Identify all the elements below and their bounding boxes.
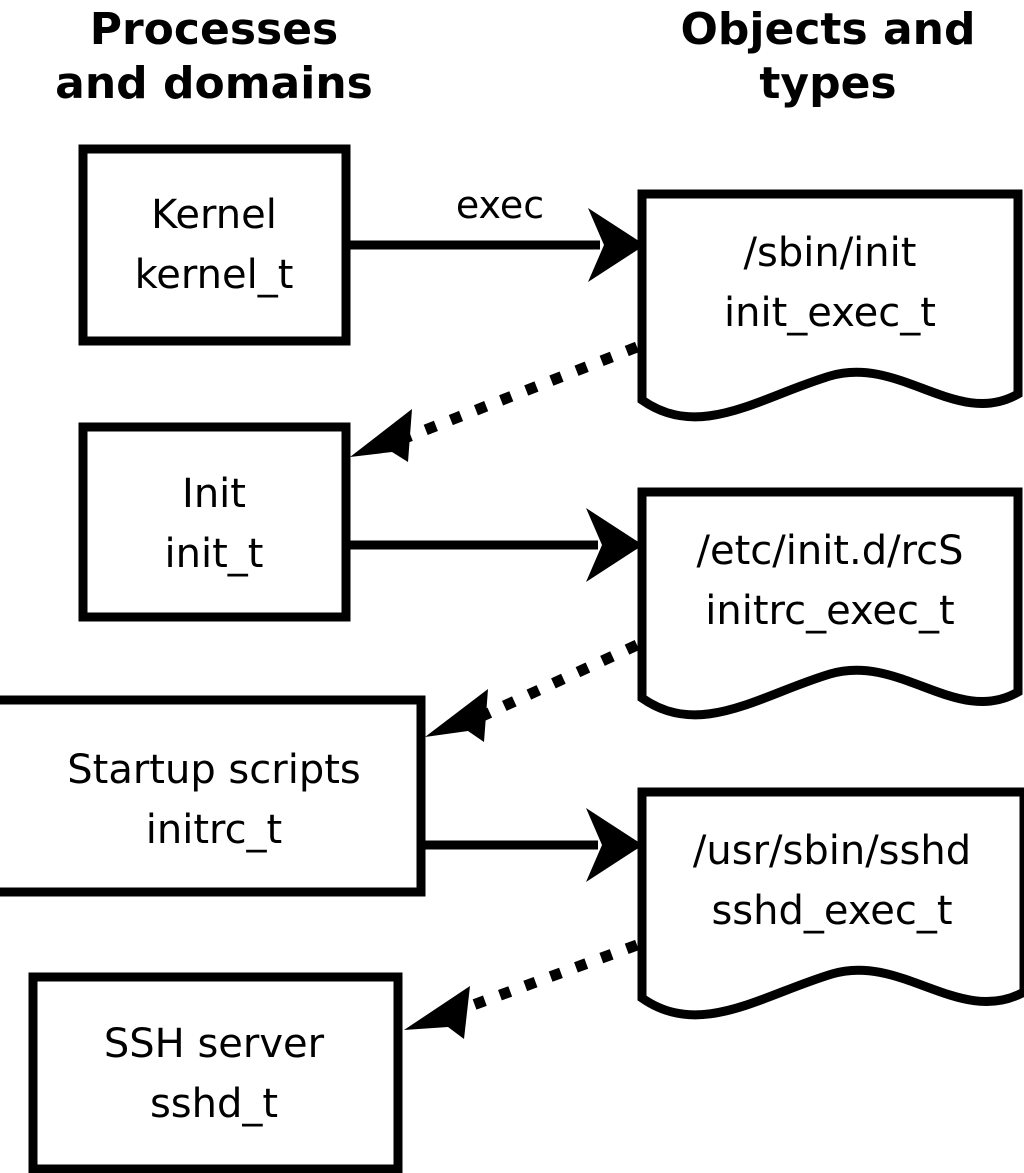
node-initrc[interactable]: Startup scripts initrc_t (0, 695, 426, 897)
node-initrc-line1: Startup scripts (67, 747, 360, 793)
node-sshd-exec-document (637, 787, 1024, 1020)
node-kernel[interactable]: Kernel kernel_t (78, 144, 351, 346)
edge-sshd-exec-to-sshd-line (463, 939, 639, 1014)
edge-initrc-exec-sshd-exec[interactable] (425, 808, 643, 882)
node-sshd-exec-line1: /usr/sbin/sshd (693, 828, 971, 874)
edge-initrc-exec-to-initrc-arrowhead (425, 689, 488, 742)
node-initrc-exec-line1: /etc/init.d/rcS (696, 528, 963, 574)
column-header-objects: Objects and types (681, 4, 976, 109)
node-initrc-box (0, 695, 426, 897)
edge-kernel-exec-init-exec[interactable]: exec (350, 183, 645, 282)
node-initrc-line2: initrc_t (146, 807, 283, 853)
edge-sshd-exec-to-sshd[interactable] (404, 939, 639, 1039)
node-init-box (78, 422, 351, 622)
column-header-processes-line1: Processes (90, 4, 339, 55)
node-init-exec-line2: init_exec_t (724, 290, 936, 336)
edge-init-exec-initrc-arrowhead (586, 508, 643, 582)
column-header-processes: Processes and domains (55, 4, 373, 109)
node-sshd-line2: sshd_t (150, 1081, 278, 1127)
node-kernel-box (78, 144, 351, 346)
edge-init-exec-to-init[interactable] (350, 341, 640, 462)
column-header-objects-line2: types (759, 58, 896, 109)
edge-initrc-exec-to-initrc-line (475, 640, 640, 723)
node-init[interactable]: Init init_t (78, 422, 351, 622)
node-sshd[interactable]: SSH server sshd_t (28, 972, 403, 1173)
node-init-exec-document (637, 189, 1023, 422)
node-sshd-line1: SSH server (104, 1021, 325, 1067)
node-initrc-exec-line2: initrc_exec_t (705, 588, 954, 634)
column-header-objects-line1: Objects and (681, 4, 976, 55)
node-kernel-line2: kernel_t (135, 252, 294, 298)
edge-kernel-exec-arrowhead (588, 208, 645, 282)
node-sshd-exec[interactable]: /usr/sbin/sshd sshd_exec_t (637, 787, 1024, 1020)
node-initrc-exec-document (637, 487, 1023, 720)
node-init-exec[interactable]: /sbin/init init_exec_t (637, 189, 1023, 422)
column-header-processes-line2: and domains (55, 58, 373, 109)
node-sshd-exec-line2: sshd_exec_t (711, 888, 952, 934)
node-init-line2: init_t (165, 531, 264, 577)
node-init-line1: Init (182, 471, 246, 517)
edge-label-exec: exec (456, 183, 544, 227)
edge-init-exec-to-init-arrowhead (350, 409, 412, 462)
node-initrc-exec[interactable]: /etc/init.d/rcS initrc_exec_t (637, 487, 1023, 720)
edge-initrc-exec-sshd-arrowhead (586, 808, 643, 882)
edge-init-exec-initrc-exec[interactable] (350, 508, 643, 582)
node-sshd-box (28, 972, 403, 1173)
edge-sshd-exec-to-sshd-arrowhead (404, 986, 470, 1039)
edge-init-exec-to-init-line (397, 341, 640, 446)
edge-initrc-exec-to-initrc[interactable] (425, 640, 640, 742)
node-kernel-line1: Kernel (151, 192, 277, 238)
node-init-exec-line1: /sbin/init (744, 230, 917, 276)
